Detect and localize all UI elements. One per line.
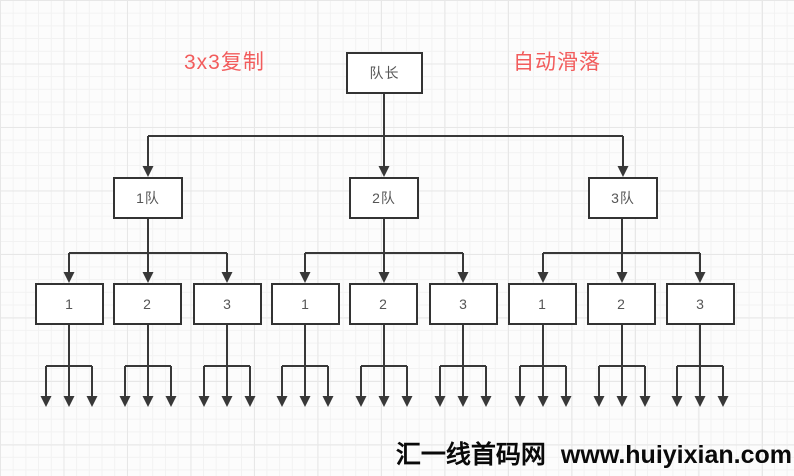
arrowhead-icon [457,272,469,283]
node-team3-member-3: 3 [666,283,735,325]
node-team2-member-3: 3 [429,283,498,325]
node-team2-member-2: 2 [349,283,418,325]
arrowhead-icon [40,396,52,407]
arrowhead-icon [63,396,75,407]
arrowhead-icon [671,396,683,407]
node-team1-member-1: 1 [35,283,104,325]
arrowhead-icon [378,272,390,283]
arrowhead-icon [142,166,154,177]
arrowhead-icon [616,272,628,283]
watermark-site-name: 汇一线首码网 [395,441,546,469]
node-team1-member-3: 3 [193,283,262,325]
arrowhead-icon [694,272,706,283]
arrowhead-icon [639,396,651,407]
arrowhead-icon [142,396,154,407]
arrowhead-icon [401,396,413,407]
arrowhead-icon [694,396,706,407]
node-team3-member-1: 1 [508,283,577,325]
arrowhead-icon [244,396,256,407]
arrowhead-icon [378,166,390,177]
watermark: 汇一线首码网 www.huiyixian.com [396,435,792,471]
arrowhead-icon [717,396,729,407]
arrowhead-icon [480,396,492,407]
arrowhead-icon [221,396,233,407]
arrowhead-icon [299,396,311,407]
annotation-left: 3x3复制 [184,51,265,74]
arrowhead-icon [142,272,154,283]
arrowhead-icon [299,272,311,283]
watermark-site-url: www.huiyixian.com [560,441,792,469]
node-team-3: 3队 [588,177,658,219]
arrowhead-icon [63,272,75,283]
node-team2-member-1: 1 [271,283,340,325]
arrowhead-icon [434,396,446,407]
arrowhead-icon [537,396,549,407]
annotation-right: 自动滑落 [513,51,601,74]
arrowhead-icon [378,396,390,407]
arrowhead-icon [276,396,288,407]
arrowhead-icon [593,396,605,407]
arrowhead-icon [457,396,469,407]
arrowhead-icon [537,272,549,283]
arrowhead-icon [560,396,572,407]
arrowhead-icon [616,396,628,407]
arrowhead-icon [617,166,629,177]
arrowhead-icon [322,396,334,407]
node-team-2: 2队 [349,177,419,219]
arrowhead-icon [119,396,131,407]
node-captain: 队长 [346,52,423,94]
arrowhead-icon [198,396,210,407]
node-team-1: 1队 [113,177,183,219]
node-team3-member-2: 2 [587,283,656,325]
node-team1-member-2: 2 [113,283,182,325]
arrowhead-icon [86,396,98,407]
arrowhead-icon [514,396,526,407]
arrowhead-icon [355,396,367,407]
arrowhead-icon [165,396,177,407]
arrowhead-icon [221,272,233,283]
